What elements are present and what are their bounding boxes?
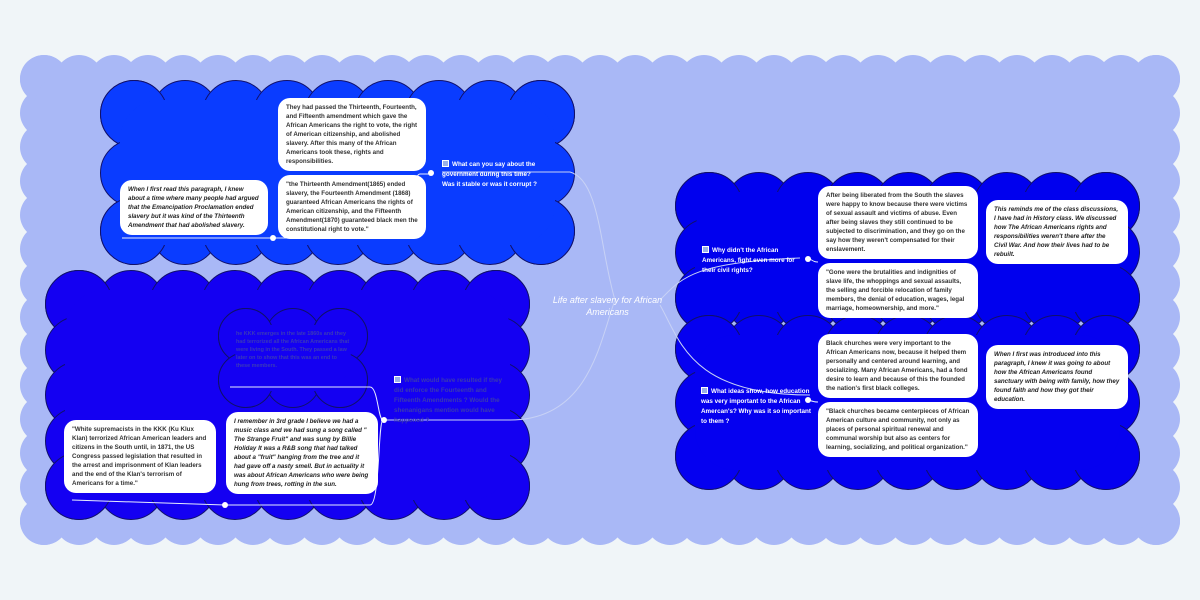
quote-card[interactable]: "Black churches became centerpieces of A… bbox=[818, 402, 978, 457]
cloud-body bbox=[234, 324, 352, 392]
node-handle bbox=[222, 502, 228, 508]
quote-card[interactable]: "White supremacists in the KKK (Ku Klux … bbox=[64, 420, 216, 493]
quote-card[interactable]: "the Thirteenth Amendment(1865) ended sl… bbox=[278, 175, 426, 239]
reflection-card[interactable]: When I first read this paragraph, I knew… bbox=[120, 180, 268, 235]
kkk-cloud-note[interactable]: he KKK emerges in the late 1860s and the… bbox=[236, 331, 350, 369]
node-handle bbox=[381, 417, 387, 423]
note-icon bbox=[702, 246, 709, 253]
fact-card[interactable]: Black churches were very important to th… bbox=[818, 334, 978, 398]
node-handle bbox=[805, 256, 811, 262]
topic-government[interactable]: What can you say about the government du… bbox=[442, 160, 542, 190]
education-cards: Black churches were very important to th… bbox=[818, 334, 978, 457]
government-cards: They had passed the Thirteenth, Fourteen… bbox=[278, 98, 426, 239]
topic-label: What would have resulted if they did enf… bbox=[394, 377, 502, 424]
note-icon bbox=[701, 387, 708, 394]
topic-civil-rights[interactable]: Why didn't the African Americans, fight … bbox=[702, 246, 802, 276]
node-handle bbox=[805, 397, 811, 403]
topic-education[interactable]: What ideas show, how education was very … bbox=[701, 387, 811, 427]
reflection-card[interactable]: I remember in 3rd grade I believe we had… bbox=[226, 412, 378, 494]
fact-card[interactable]: After being liberated from the South the… bbox=[818, 186, 978, 259]
topic-label: What ideas show, how education was very … bbox=[701, 388, 811, 425]
kkk-note-cloud bbox=[218, 308, 368, 408]
node-handle bbox=[270, 235, 276, 241]
topic-label: What can you say about the government du… bbox=[442, 161, 537, 188]
reflection-card[interactable]: This reminds me of the class discussions… bbox=[986, 200, 1128, 264]
topic-enforcement[interactable]: What would have resulted if they did enf… bbox=[394, 376, 506, 426]
central-topic[interactable]: Life after slavery for African Americans bbox=[552, 295, 663, 317]
quote-card[interactable]: "Gone were the brutalities and indigniti… bbox=[818, 263, 978, 318]
node-handle bbox=[428, 170, 434, 176]
reflection-card[interactable]: When I first was introduced into this pa… bbox=[986, 345, 1128, 409]
note-icon bbox=[442, 160, 449, 167]
fact-card[interactable]: They had passed the Thirteenth, Fourteen… bbox=[278, 98, 426, 171]
topic-label: Why didn't the African Americans, fight … bbox=[702, 247, 795, 274]
note-icon bbox=[394, 376, 401, 383]
civil-rights-cards: After being liberated from the South the… bbox=[818, 186, 978, 318]
